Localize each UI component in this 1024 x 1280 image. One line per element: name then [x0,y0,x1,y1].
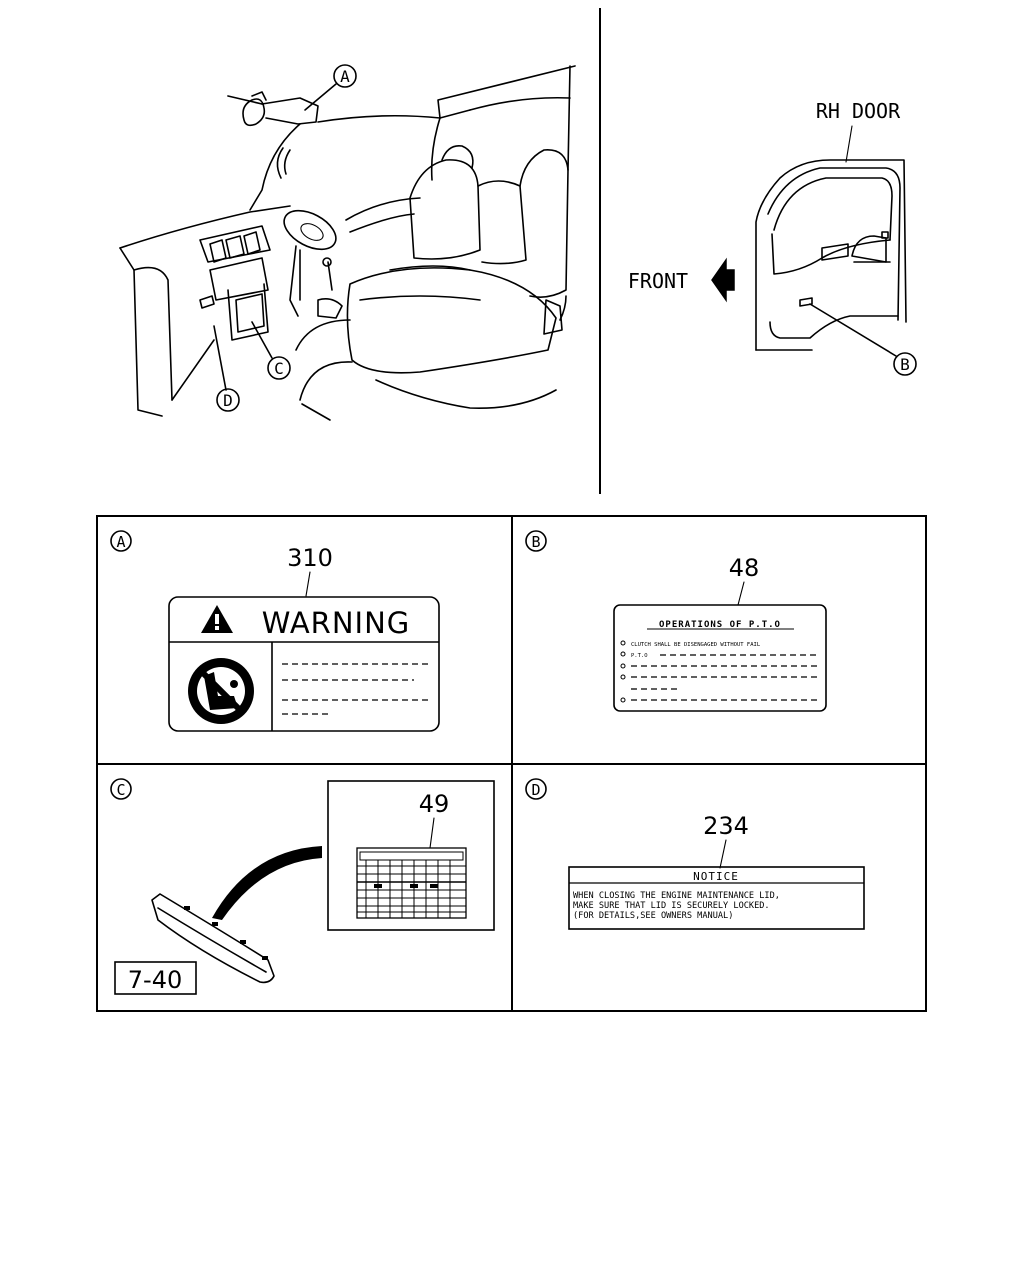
part-number-310: 310 [287,544,333,572]
warning-title: WARNING [262,606,411,640]
pto-line-2: P.T.O [631,653,648,659]
rh-door-illustration: RH DOOR FRONT [628,99,907,351]
notice-line-1: WHEN CLOSING THE ENGINE MAINTENANCE LID, [573,891,780,901]
panel-b-letter: B [531,533,540,551]
panel-a: A 310 WARNING [110,530,440,732]
fuse-chart-label [356,847,467,919]
leader-arrow [212,846,322,920]
svg-text:A: A [340,67,350,86]
rh-door-label: RH DOOR [816,99,901,123]
detail-grid [96,515,927,1012]
svg-text:D: D [223,391,233,410]
notice-line-2: MAKE SURE THAT LID IS SECURELY LOCKED. [573,901,770,911]
callout-c: C [251,321,291,380]
notice-label: NOTICE WHEN CLOSING THE ENGINE MAINTENAN… [568,866,865,930]
pto-line-1: CLUTCH SHALL BE DISENGAGED WITHOUT FAIL [631,642,761,648]
notice-title: NOTICE [693,870,739,883]
svg-text:B: B [900,355,910,374]
panel-c: C 7-40 49 [110,778,495,995]
front-arrow [711,257,735,303]
callout-a: A [304,64,357,111]
panel-c-letter: C [116,781,125,799]
pto-label-title: OPERATIONS OF P.T.O [659,620,781,630]
panel-d-letter: D [531,781,540,799]
svg-text:C: C [274,359,284,378]
notice-line-3: (FOR DETAILS,SEE OWNERS MANUAL) [573,911,733,921]
part-number-48: 48 [729,554,760,582]
callout-d: D [213,325,240,412]
pto-operations-label: OPERATIONS OF P.T.O CLUTCH SHALL BE DISE… [613,604,827,712]
ref-7-40: 7-40 [128,966,182,994]
panel-b: B 48 OPERATIONS OF P.T.O CLUTCH SHALL BE… [525,530,827,712]
part-number-234: 234 [703,812,749,840]
panel-lid-illustration [151,893,275,984]
no-child-seat-icon [188,658,254,724]
front-label: FRONT [628,269,688,293]
panel-a-letter: A [116,533,125,551]
warning-label: WARNING [168,596,440,732]
panel-d: D 234 NOTICE WHEN CLOSING THE ENGINE MAI… [525,778,865,930]
callout-b: B [809,303,917,376]
cab-interior-illustration [119,65,576,421]
part-number-49: 49 [419,790,450,818]
